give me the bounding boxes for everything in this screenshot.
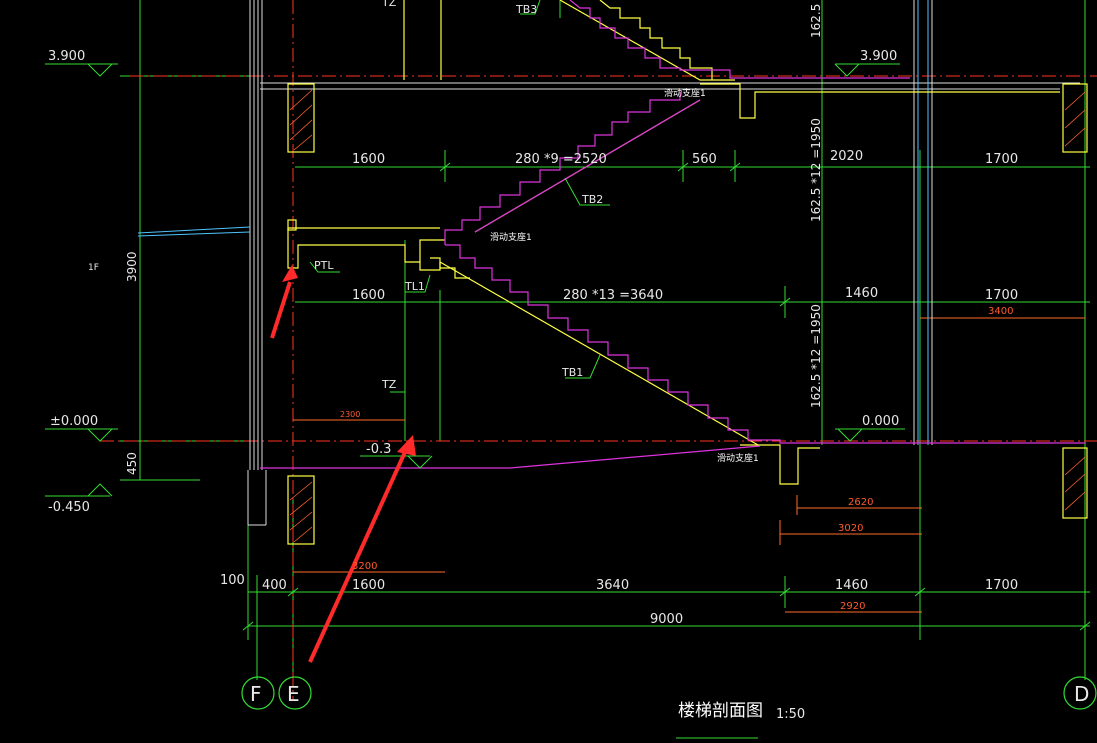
dim-upper-a: 1600 [352,152,385,167]
dim-upper-d: 2020 [830,149,863,164]
dim-mid-b: 280 *13 =3640 [563,288,663,303]
dim-mid-red: 3400 [988,306,1013,317]
walls [247,0,1080,526]
floor-label: 1F [88,263,99,273]
red-lines [100,0,1097,700]
drawing-scale: 1:50 [776,707,805,722]
dim-ticks [242,162,1091,631]
column-hatch [289,89,1086,543]
elev-zero-right: 0.000 [862,414,899,429]
axis-f: F [250,682,262,706]
blue-walls [137,0,929,445]
dim-bottom-d: 1460 [835,578,868,593]
axis-e: E [287,682,300,706]
text-labels: 3.900 3.900 ±0.000 0.000 -0.3 -0.450 390… [48,0,1089,722]
stair-treads [260,0,1085,469]
dim-bottom-left: 100 [220,573,245,588]
dim-mid-c: 1460 [845,286,878,301]
dim-bottom-b: 1600 [352,578,385,593]
axis-d: D [1074,682,1089,706]
dim-upper-c: 560 [692,152,717,167]
label-tl1: TL1 [404,280,425,293]
axis-bubbles [241,676,1097,710]
floor-height: 3900 [125,251,139,282]
label-tb1: TB1 [561,366,583,379]
red-dim-2300: 2300 [340,410,360,419]
elev-ground: -0.450 [48,500,90,515]
dim-bottom-total: 9000 [650,612,683,627]
dim-upper-b: 280 *9 =2520 [515,152,607,167]
red-dim-3200: 3200 [352,561,377,572]
label-tb3: TB3 [515,3,537,16]
flight-upper-dim: 162.5 *12 =1950 [809,118,823,222]
dim-bottom-a: 400 [262,578,287,593]
red-dims [293,317,1085,613]
red-dim-2920: 2920 [840,601,865,612]
label-support-upper: 滑动支座1 [664,87,706,99]
label-tz: TZ [381,378,397,391]
flight-lower-dim: 162.5 *12 =1950 [809,304,823,408]
label-tb2: TB2 [581,193,603,206]
red-arrow-lower [308,435,416,663]
dim-mid-a: 1600 [352,288,385,303]
leaders [309,0,610,393]
red-dim-2620: 2620 [848,497,873,508]
red-arrow-upper [270,265,298,339]
dim-bottom-e: 1700 [985,578,1018,593]
label-support-mid: 滑动支座1 [490,231,532,243]
elev-zero-left: ±0.000 [50,414,98,429]
drawing-title: 楼梯剖面图 [678,701,763,721]
flight-top-dim: 162.5 [809,4,823,38]
label-support-lower: 滑动支座1 [717,452,759,464]
elev-top-right: 3.900 [860,49,897,64]
elevation-markers [45,63,905,497]
dim-mid-d: 1700 [985,288,1018,303]
label-ptl: PTL [314,259,334,272]
dim-upper-e: 1700 [985,152,1018,167]
base-height: 450 [125,452,139,475]
red-dim-3020: 3020 [838,523,863,534]
label-tz-top: TZ [381,0,397,9]
elev-pit: -0.3 [366,442,391,457]
yellow-structure [287,0,1088,545]
elev-top-left: 3.900 [48,49,85,64]
dim-bottom-c: 3640 [596,578,629,593]
